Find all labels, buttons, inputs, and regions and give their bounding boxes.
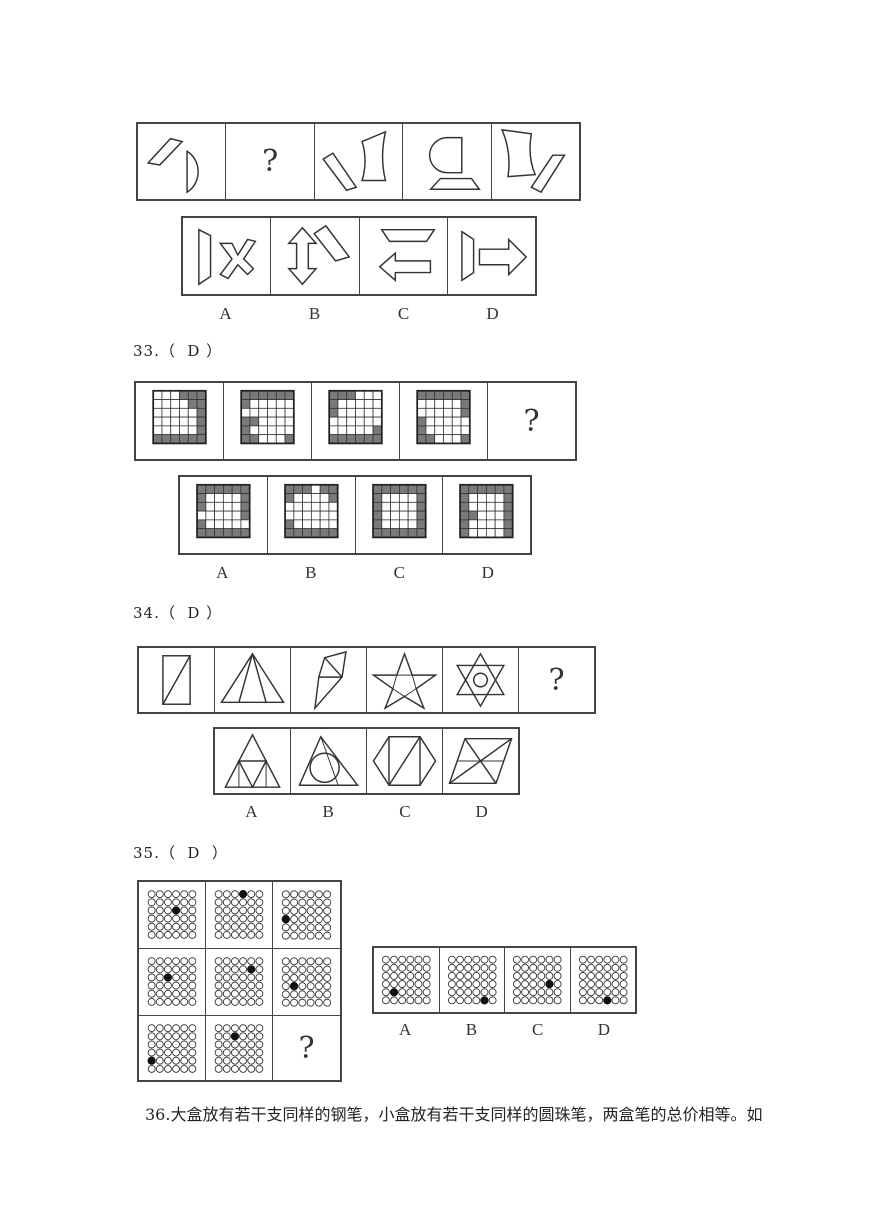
option-label-a: A: [398, 1020, 412, 1039]
q33-figure-3: [312, 383, 400, 459]
q35-options-row: [372, 946, 637, 1014]
q33-prefix: 33.（: [133, 342, 176, 360]
option-label-d: D: [597, 1020, 611, 1039]
q33-figure-2: [224, 383, 312, 459]
option-label-a: A: [245, 802, 258, 821]
q33-answer: D: [187, 342, 201, 360]
q32-options-row: [181, 216, 537, 296]
q34-number: 34.（ D ）: [133, 602, 222, 623]
q32-option-c[interactable]: [360, 218, 448, 294]
q34-option-b[interactable]: [291, 729, 367, 793]
q35-cell-5: [206, 949, 273, 1016]
option-label-a: A: [219, 304, 232, 323]
option-label-b: B: [465, 1020, 478, 1039]
q35-matrix: ?: [137, 880, 342, 1082]
q33-close: ）: [206, 342, 223, 360]
q35-option-d[interactable]: [571, 948, 636, 1012]
q33-option-a[interactable]: [180, 477, 268, 553]
q34-options-row: [213, 727, 520, 795]
option-label-b: B: [305, 563, 317, 582]
option-label-c: C: [531, 1020, 544, 1039]
q35-close: ）: [211, 844, 228, 862]
option-label-d: D: [475, 802, 488, 821]
option-label-b: B: [308, 304, 321, 323]
q33-sequence-row: ?: [134, 381, 577, 461]
q33-option-b[interactable]: [268, 477, 356, 553]
q35-number: 35.（ D ）: [133, 842, 228, 863]
q33-option-c[interactable]: [356, 477, 444, 553]
q35-cell-2: [206, 882, 273, 949]
q33-options-row: [178, 475, 532, 555]
q34-close: ）: [206, 604, 223, 622]
q32-figure-2-unknown: ?: [226, 124, 315, 199]
q35-option-a[interactable]: [374, 948, 440, 1012]
q33-option-labels: A B C D: [178, 563, 532, 583]
q35-cell-9-unknown: ?: [273, 1016, 340, 1081]
option-label-d: D: [486, 304, 499, 323]
option-label-a: A: [216, 563, 229, 582]
q35-cell-4: [139, 949, 206, 1016]
q32-sequence-row: ?: [136, 122, 581, 201]
q35-cell-6: [273, 949, 340, 1016]
q34-prefix: 34.（: [133, 604, 176, 622]
q33-number: 33.（ D ）: [133, 340, 222, 361]
q36-text: 36.大盒放有若干支同样的钢笔，小盒放有若干支同样的圆珠笔，两盒笔的总价相等。如: [145, 1105, 763, 1124]
q35-cell-8: [206, 1016, 273, 1082]
q32-option-a[interactable]: [183, 218, 272, 294]
q34-figure-4: [367, 648, 443, 712]
q35-cell-1: [139, 882, 206, 949]
q35-option-labels: A B C D: [372, 1020, 637, 1040]
q35-cell-3: [273, 882, 340, 949]
q35-option-c[interactable]: [505, 948, 571, 1012]
q35-option-b[interactable]: [440, 948, 505, 1012]
q34-figure-5: [443, 648, 519, 712]
q34-sequence-row: ?: [137, 646, 596, 714]
q32-figure-3: [315, 124, 404, 199]
q33-figure-5-unknown: ?: [488, 383, 575, 459]
option-label-c: C: [399, 802, 411, 821]
option-label-b: B: [322, 802, 334, 821]
q34-option-c[interactable]: [367, 729, 443, 793]
q34-answer: D: [187, 604, 201, 622]
option-label-c: C: [393, 563, 405, 582]
question-mark: ?: [262, 144, 279, 179]
q34-option-a[interactable]: [215, 729, 291, 793]
option-label-c: C: [397, 304, 410, 323]
q32-option-labels: A B C D: [181, 304, 537, 324]
q32-option-b[interactable]: [271, 218, 360, 294]
q34-figure-2: [215, 648, 291, 712]
q34-option-labels: A B C D: [213, 802, 520, 822]
q34-option-d[interactable]: [443, 729, 518, 793]
q33-option-d[interactable]: [443, 477, 530, 553]
question-mark: ?: [298, 1031, 315, 1066]
q35-answer: D: [187, 844, 201, 862]
q35-cell-7: [139, 1016, 206, 1082]
q33-figure-4: [400, 383, 488, 459]
question-mark: ?: [548, 662, 565, 698]
q34-figure-1: [139, 648, 215, 712]
q33-figure-1: [136, 383, 224, 459]
q34-figure-3: [291, 648, 367, 712]
option-label-d: D: [481, 563, 494, 582]
q32-figure-1: [138, 124, 227, 199]
q32-option-d[interactable]: [448, 218, 535, 294]
q35-prefix: 35.（: [133, 844, 176, 862]
q32-figure-5: [492, 124, 579, 199]
q32-figure-4: [403, 124, 492, 199]
q34-figure-6-unknown: ?: [519, 648, 594, 712]
question-mark: ?: [523, 403, 540, 439]
